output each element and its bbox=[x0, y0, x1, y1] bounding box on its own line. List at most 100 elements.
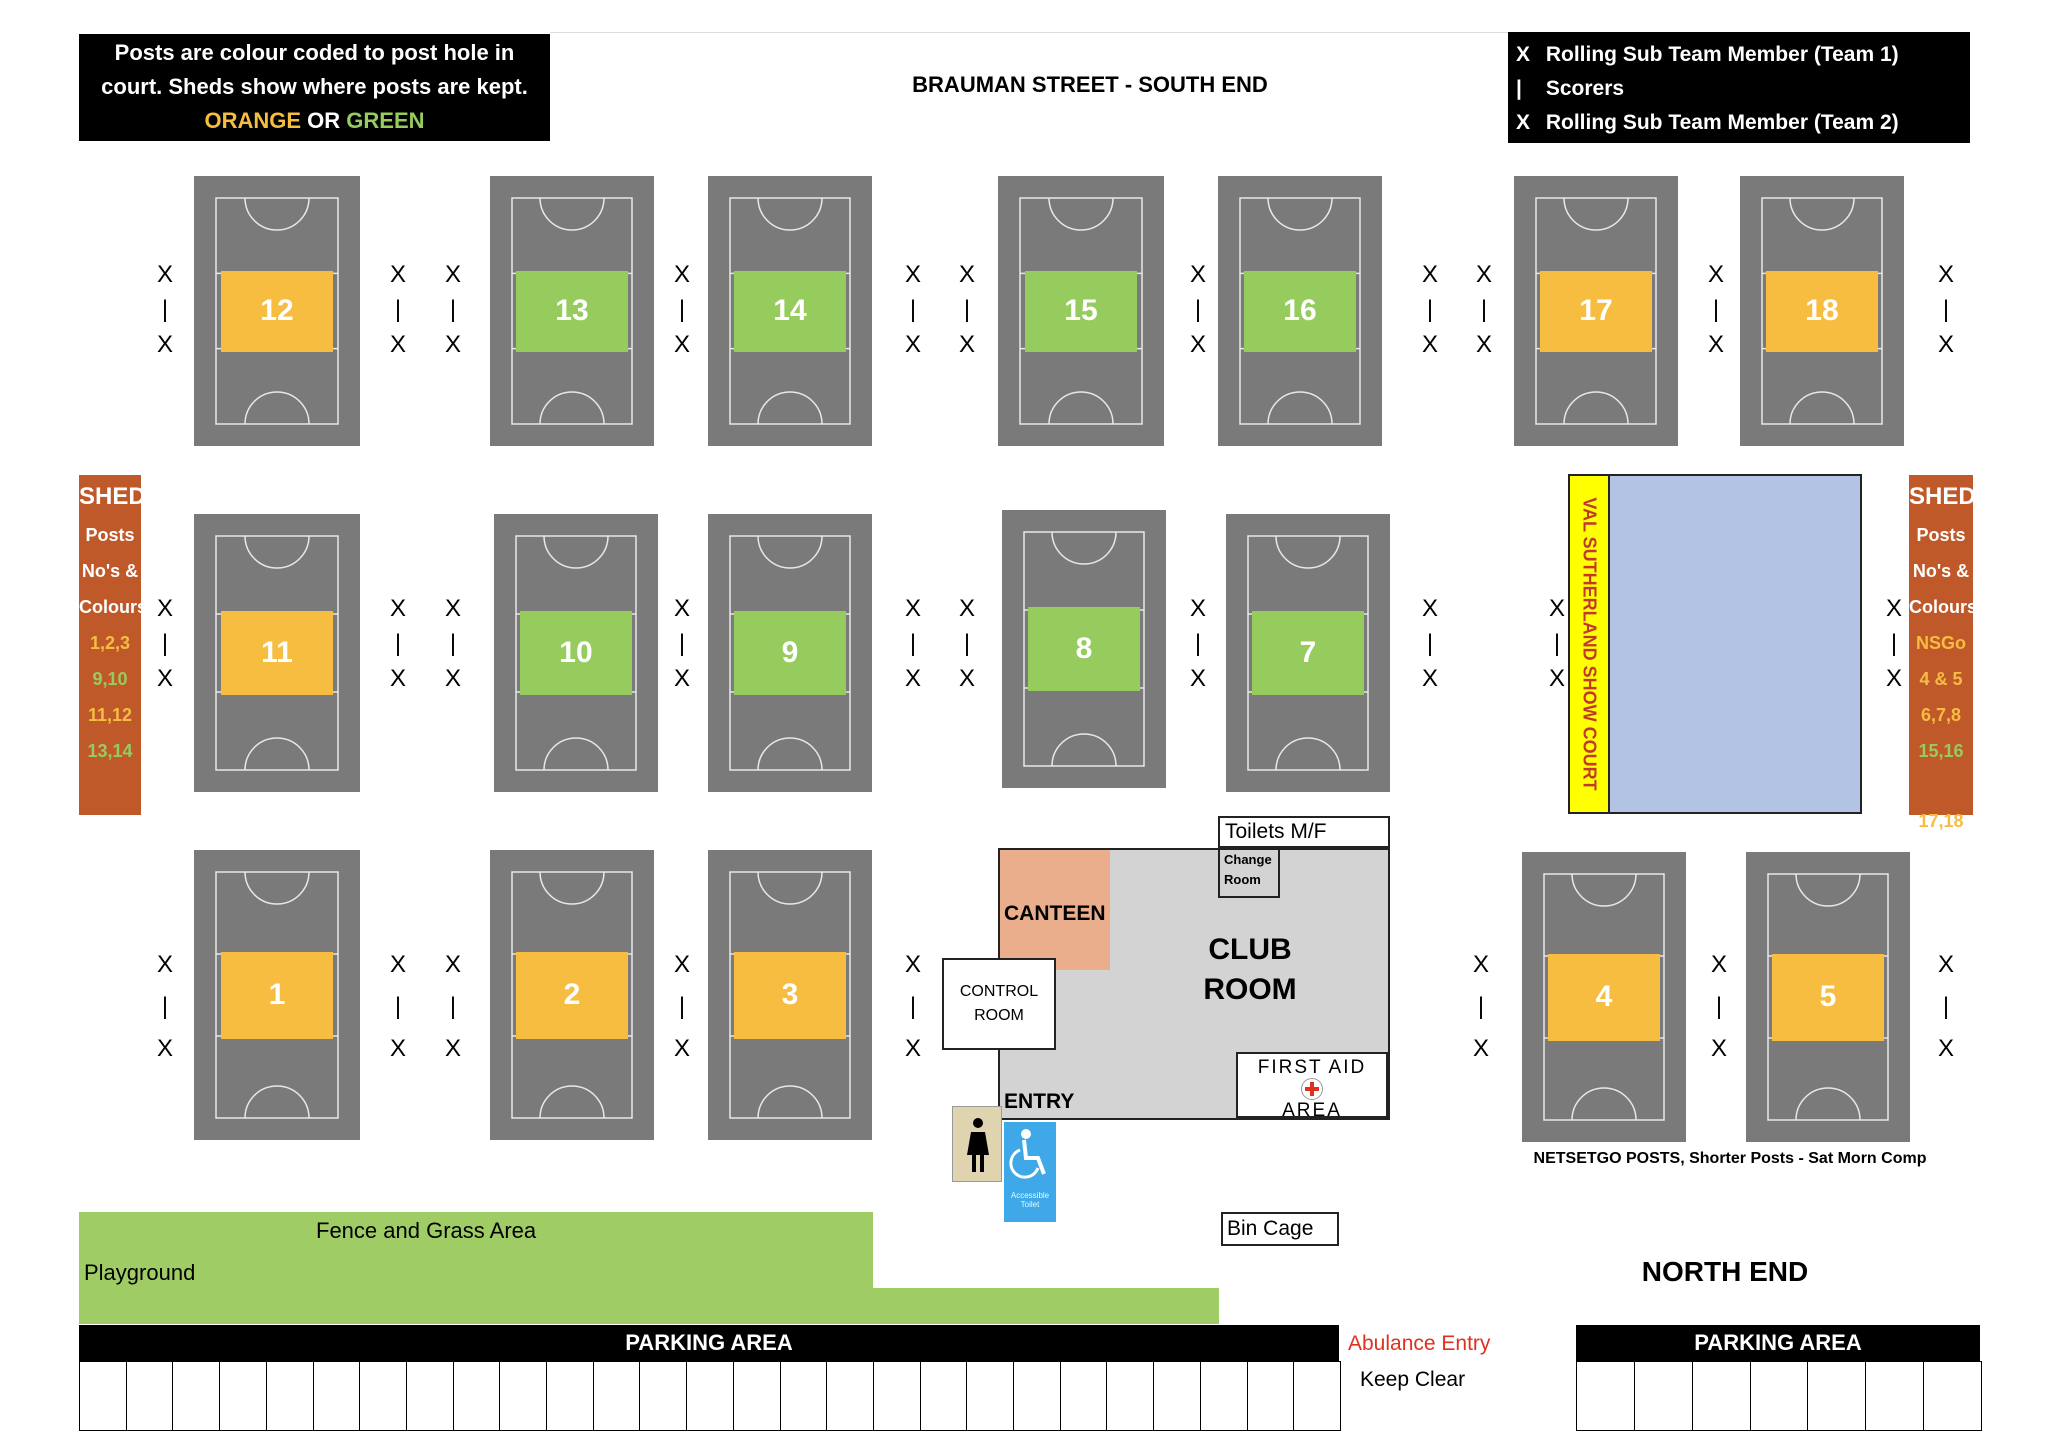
scorer-marker: X|X bbox=[1545, 592, 1569, 697]
scorer-marker: X|X bbox=[386, 592, 410, 697]
female-toilet-icon bbox=[952, 1106, 1002, 1182]
scorer-marker: X|X bbox=[153, 948, 177, 1074]
sub-marker-x: X bbox=[904, 1035, 921, 1062]
scorer-marker: X|X bbox=[1186, 592, 1210, 697]
toilets-label: Toilets M/F bbox=[1225, 820, 1327, 843]
shed-right-item-2: 6,7,8 bbox=[1920, 705, 1962, 725]
court-number-9: 9 bbox=[734, 611, 846, 695]
sub-marker-x: X bbox=[444, 1035, 461, 1062]
scorer-marker: X|X bbox=[1418, 592, 1442, 697]
court-number-15: 15 bbox=[1024, 270, 1138, 352]
scorer-marker: X|X bbox=[1882, 592, 1906, 697]
court-10: 10 bbox=[494, 514, 658, 792]
court-7: 7 bbox=[1226, 514, 1390, 792]
scorer-marker-bar: | bbox=[161, 993, 169, 1020]
court-number-18: 18 bbox=[1766, 270, 1878, 352]
scorer-marker-bar: | bbox=[449, 993, 457, 1020]
shed-right-item-1: 4 & 5 bbox=[1919, 669, 1963, 689]
court-13: 13 bbox=[490, 176, 654, 446]
court-12: 12 bbox=[194, 176, 360, 446]
scorer-marker-bar: | bbox=[909, 630, 917, 657]
scorer-marker-bar: | bbox=[449, 296, 457, 323]
entry-label: ENTRY bbox=[1004, 1090, 1075, 1113]
sub-marker-x: X bbox=[1189, 261, 1206, 288]
sub-marker-x: X bbox=[156, 595, 173, 622]
court-number-13: 13 bbox=[516, 270, 628, 352]
scorer-marker: X|X bbox=[901, 258, 925, 363]
scorer-marker-bar: | bbox=[161, 296, 169, 323]
bin-cage-label: Bin Cage bbox=[1227, 1217, 1314, 1240]
sub-marker-x: X bbox=[156, 665, 173, 692]
scorer-marker: X|X bbox=[901, 592, 925, 697]
sub-marker-x: X bbox=[958, 331, 975, 358]
accessible-label-2: Toilet bbox=[1020, 1200, 1040, 1209]
scorer-marker-bar: | bbox=[963, 296, 971, 323]
sub-marker-x: X bbox=[958, 595, 975, 622]
court-3: 3 bbox=[708, 850, 872, 1140]
shed-left-line2: No's & bbox=[81, 561, 139, 581]
court-number-8: 8 bbox=[1028, 607, 1140, 691]
north-end-title: NORTH END bbox=[1641, 1256, 1809, 1287]
change-room-label-2: Room bbox=[1224, 872, 1261, 887]
control-room-label-2: ROOM bbox=[974, 1007, 1024, 1024]
first-aid-label-2: AREA bbox=[1282, 1100, 1342, 1121]
scorer-marker: X|X bbox=[955, 592, 979, 697]
shed-right-line3: Colours bbox=[1909, 597, 1978, 617]
shed-right-line1: Posts bbox=[1916, 525, 1966, 545]
shed-left: SHED Posts No's & Colours 1,2,3 9,10 11,… bbox=[79, 475, 148, 815]
legend-scorers-text: Scorers bbox=[1545, 77, 1625, 100]
accessible-toilet-icon: Accessible Toilet bbox=[1004, 1122, 1056, 1222]
sub-marker-x: X bbox=[389, 1035, 406, 1062]
court-18: 18 bbox=[1740, 176, 1904, 446]
court-16: 16 bbox=[1218, 176, 1382, 446]
court-number-17: 17 bbox=[1540, 270, 1652, 352]
scorer-marker-bar: | bbox=[1480, 296, 1488, 323]
sub-marker-x: X bbox=[1710, 1035, 1727, 1062]
shed-left-item-2: 11,12 bbox=[87, 705, 133, 725]
sub-marker-x: X bbox=[904, 261, 921, 288]
sub-marker-x: X bbox=[444, 665, 461, 692]
legend-line-1: Posts are colour coded to post hole in bbox=[114, 40, 515, 65]
legend-orange: ORANGE bbox=[204, 108, 302, 133]
first-aid-box: FIRST AID AREA bbox=[1236, 1052, 1388, 1121]
court-number-7: 7 bbox=[1252, 611, 1364, 695]
scorer-marker: X|X bbox=[670, 592, 694, 697]
sub-marker-x: X bbox=[1475, 261, 1492, 288]
scorer-marker-bar: | bbox=[678, 630, 686, 657]
court-15: 15 bbox=[998, 176, 1164, 446]
scorer-marker-bar: | bbox=[1715, 993, 1723, 1020]
bin-cage-box: Bin Cage bbox=[1221, 1212, 1339, 1246]
court-number-4: 4 bbox=[1548, 953, 1660, 1041]
scorer-marker: X|X bbox=[386, 258, 410, 363]
sub-marker-x: X bbox=[156, 1035, 173, 1062]
legend-green: GREEN bbox=[346, 108, 425, 133]
court-number-16: 16 bbox=[1244, 270, 1356, 352]
accessible-label-1: Accessible bbox=[1010, 1191, 1050, 1200]
scorer-marker: X|X bbox=[1418, 258, 1442, 363]
sub-marker-x: X bbox=[444, 951, 461, 978]
shed-left-title: SHED bbox=[79, 483, 146, 510]
court-number-14: 14 bbox=[734, 270, 846, 352]
court-8: 8 bbox=[1002, 510, 1166, 788]
court-number-5: 5 bbox=[1772, 953, 1884, 1041]
south-end-title: BRAUMAN STREET - SOUTH END bbox=[912, 72, 1268, 97]
scorer-marker-bar: | bbox=[1890, 630, 1898, 657]
scorer-marker-bar: | bbox=[394, 296, 402, 323]
first-aid-label-1: FIRST AID bbox=[1257, 1057, 1367, 1078]
sub-marker-x: X bbox=[904, 665, 921, 692]
sub-marker-x: X bbox=[1421, 595, 1438, 622]
scorer-marker-bar: | bbox=[1194, 296, 1202, 323]
scorer-marker-bar: | bbox=[963, 630, 971, 657]
club-room-label-2: ROOM bbox=[1203, 973, 1297, 1006]
playground-label: Playground bbox=[84, 1260, 196, 1285]
scorer-marker: X|X bbox=[1934, 258, 1958, 363]
scorer-marker: X|X bbox=[955, 258, 979, 363]
shed-left-item-0: 1,2,3 bbox=[89, 633, 131, 653]
sub-marker-x: X bbox=[389, 331, 406, 358]
shed-left-line3: Colours bbox=[79, 597, 148, 617]
sub-marker-x: X bbox=[1937, 951, 1954, 978]
grass-area-lower bbox=[79, 1288, 1219, 1324]
legend-x-team1: X bbox=[1516, 43, 1531, 66]
court-2: 2 bbox=[490, 850, 654, 1140]
court-14: 14 bbox=[708, 176, 872, 446]
